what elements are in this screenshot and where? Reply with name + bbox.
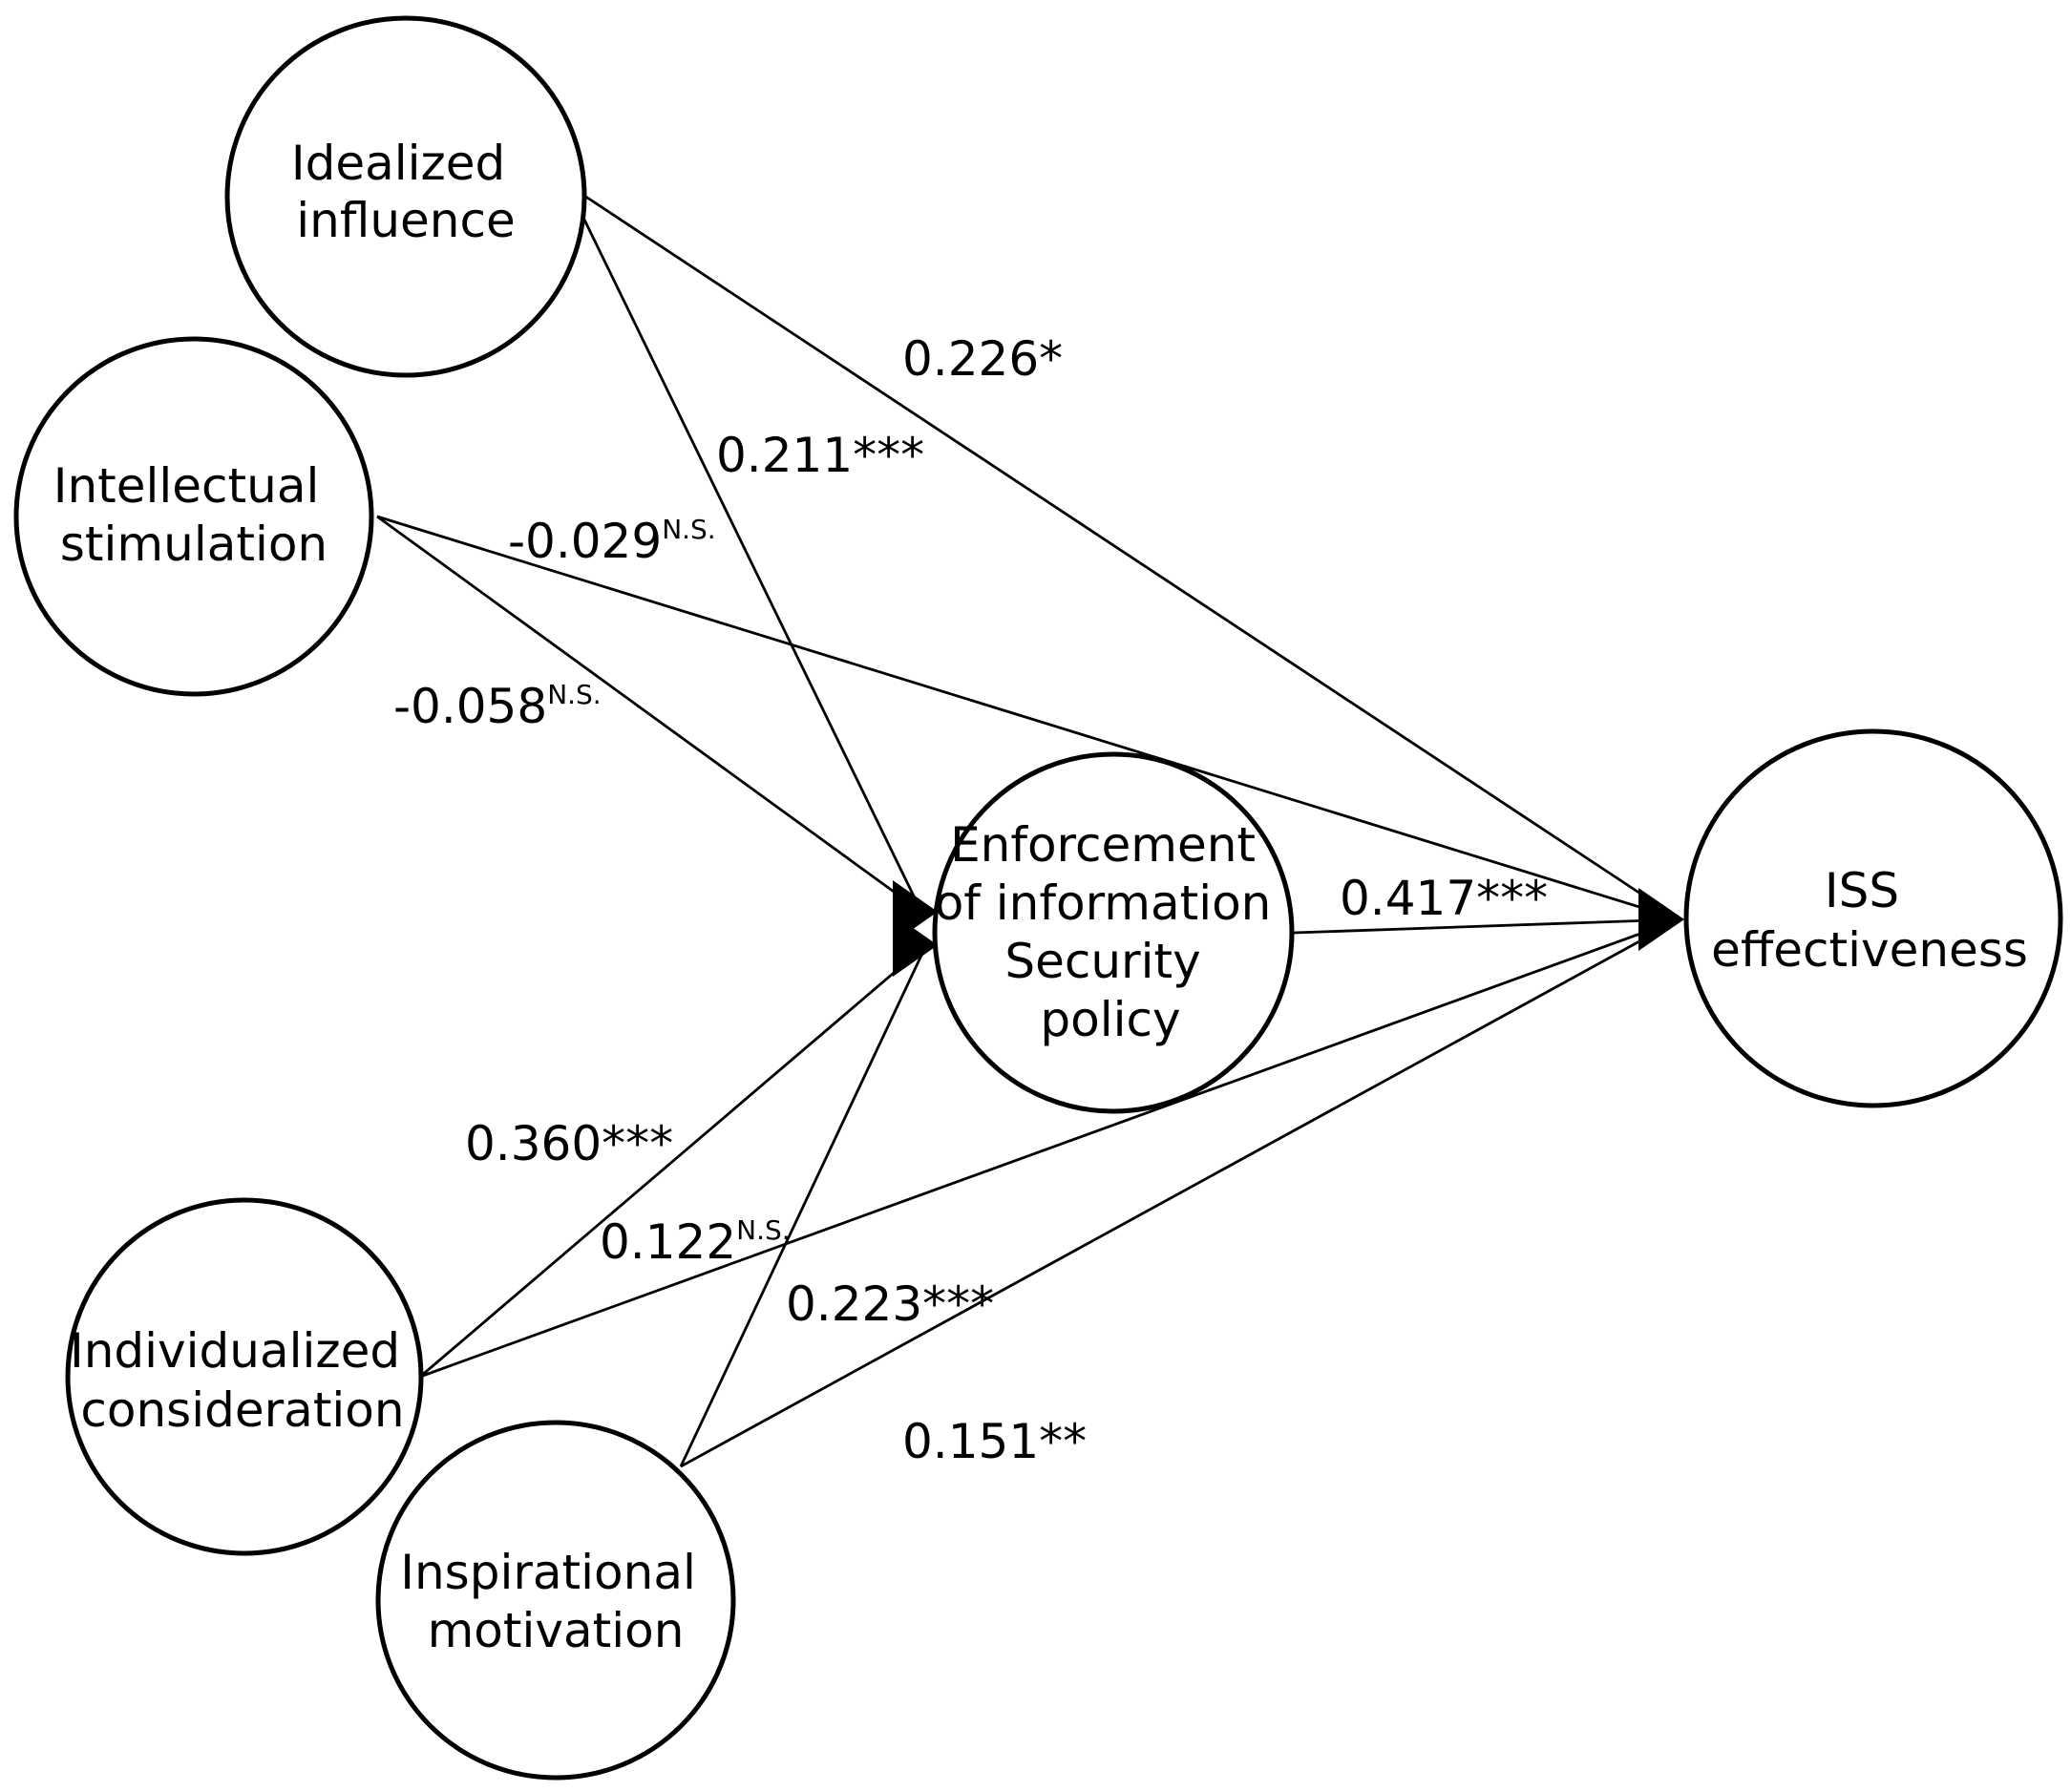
coef-enforcement-to-iss: 0.417*** <box>1340 871 1548 926</box>
edge-enforcement-to-iss <box>1293 917 1680 935</box>
edges <box>376 194 1680 1468</box>
node-label-line: Idealized <box>291 136 505 191</box>
node-label: Idealized influence <box>291 136 520 248</box>
arrowhead-iss <box>1638 888 1684 951</box>
node-label-line: ISS <box>1825 863 1899 918</box>
node-label-line: policy <box>1040 992 1180 1047</box>
node-label-line: stimulation <box>60 517 328 572</box>
coef-value: 0.417 <box>1340 871 1476 926</box>
coef-value: 0.226 <box>902 331 1039 387</box>
coef-significance: *** <box>602 1116 673 1171</box>
coef-inspirational-to-enforcement: 0.223*** <box>786 1276 994 1332</box>
edge-individualized-to-enforcement <box>419 943 927 1379</box>
edge-intellectual-to-iss <box>376 515 1680 921</box>
node-intellectual-stimulation: Intellectual stimulation <box>13 336 374 697</box>
node-label-line: influence <box>296 193 515 248</box>
node-label-line: effectiveness <box>1711 922 2028 978</box>
coef-significance: *** <box>1476 871 1548 926</box>
coef-significance: *** <box>922 1276 994 1332</box>
coef-significance: N.S. <box>662 514 716 545</box>
node-iss-effectiveness: ISS effectiveness <box>1683 728 2063 1108</box>
coef-value: 0.211 <box>716 428 853 483</box>
coef-significance: * <box>1039 331 1063 387</box>
node-label-line: Inspirational <box>400 1545 696 1600</box>
node-label: Inspirational motivation <box>400 1545 711 1658</box>
edge-individualized-to-iss <box>419 917 1680 1379</box>
coef-intellectual-to-iss: -0.029N.S. <box>508 514 716 569</box>
coef-value: -0.029 <box>508 514 662 569</box>
node-label-line: Individualized <box>70 1323 400 1379</box>
node-label-line: Enforcement <box>950 817 1256 873</box>
coef-significance: *** <box>853 428 924 483</box>
coef-significance: N.S. <box>547 679 602 710</box>
node-enforcement-policy: Enforcement of information Security poli… <box>932 751 1295 1114</box>
node-label-line: Intellectual <box>53 458 320 514</box>
node-label-line: Security <box>1004 934 1200 989</box>
coefficients: 0.226* 0.211*** -0.029N.S. -0.058N.S. 0.… <box>393 331 1548 1469</box>
edge-idealized-to-enforcement <box>582 219 923 913</box>
coef-value: 0.223 <box>786 1276 922 1332</box>
coef-value: 0.360 <box>465 1116 602 1171</box>
node-label: Individualized consideration <box>70 1323 415 1438</box>
node-individualized-consideration: Individualized consideration <box>65 1197 424 1556</box>
node-label-line: motivation <box>428 1603 685 1658</box>
node-inspirational-motivation: Inspirational motivation <box>375 1420 736 1781</box>
edge-inspirational-to-enforcement <box>679 944 928 1467</box>
coef-significance: ** <box>1039 1414 1087 1469</box>
edge-intellectual-to-enforcement <box>376 515 922 914</box>
coef-significance: N.S. <box>736 1214 791 1246</box>
coef-value: 0.151 <box>902 1414 1039 1469</box>
node-label-line: consideration <box>80 1382 404 1438</box>
coef-individualized-to-enforcement: 0.360*** <box>465 1116 673 1171</box>
edge-idealized-to-iss <box>583 194 1680 921</box>
node-idealized-influence: Idealized influence <box>224 15 587 378</box>
node-label: Intellectual stimulation <box>53 458 335 572</box>
coef-value: 0.122 <box>600 1214 736 1270</box>
arrowheads <box>893 880 1684 977</box>
coef-intellectual-to-enforcement: -0.058N.S. <box>393 679 602 734</box>
coef-individualized-to-iss: 0.122N.S. <box>600 1214 791 1270</box>
coef-inspirational-to-iss: 0.151** <box>902 1414 1087 1469</box>
edge-inspirational-to-iss <box>680 917 1680 1468</box>
node-label: ISS effectiveness <box>1711 863 2028 978</box>
coef-value: -0.058 <box>393 679 547 734</box>
coef-idealized-to-iss: 0.226* <box>902 331 1063 387</box>
node-label: Enforcement of information Security poli… <box>935 817 1287 1047</box>
node-label-line: of information <box>935 875 1272 931</box>
coef-idealized-to-enforcement: 0.211*** <box>716 428 924 483</box>
arrowhead-enforcement-lower <box>893 914 938 977</box>
